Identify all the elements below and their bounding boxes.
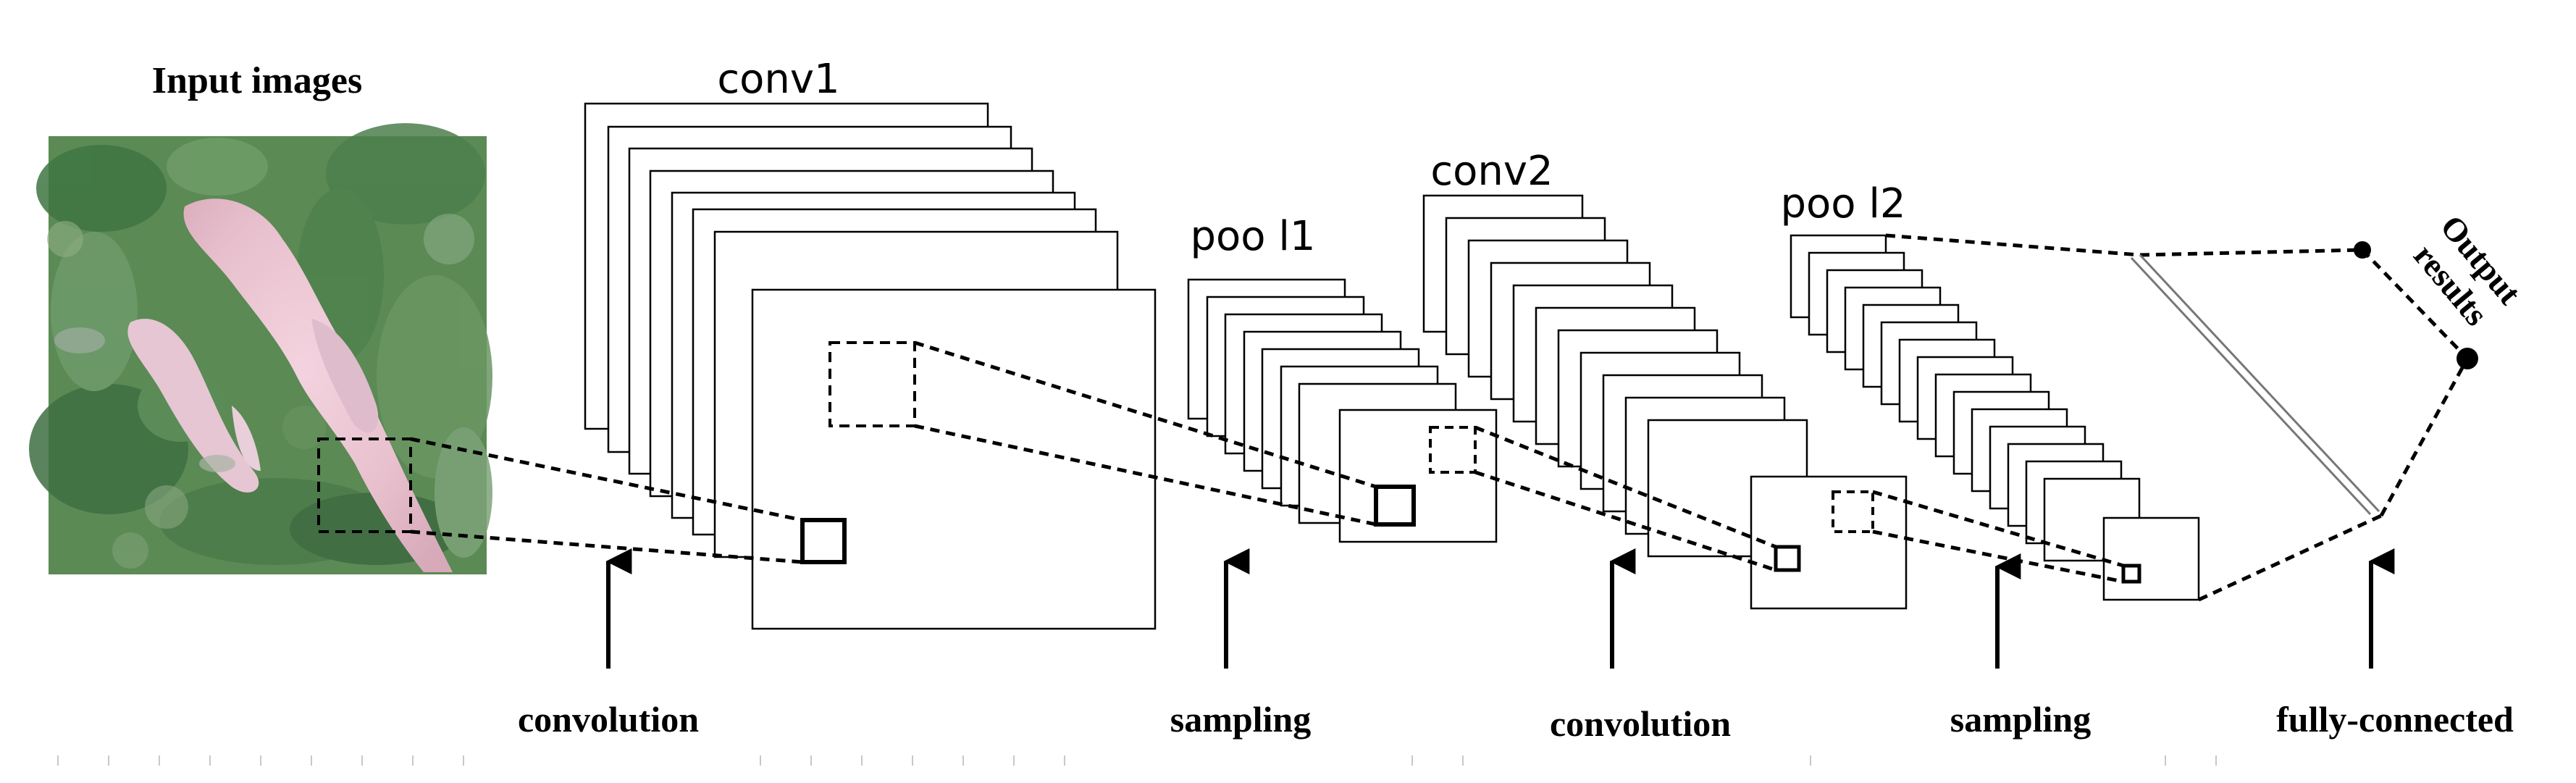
pool2-kernel [2121,564,2141,584]
output-node-2 [2457,348,2478,369]
output-results-label: Output results [2407,208,2529,332]
op-convolution-2-label: convolution [1550,703,1731,744]
projection-lines [410,233,2470,602]
kernels [800,341,2141,584]
conv2-feature-maps [1422,194,1908,610]
conv1-kernel [800,518,847,564]
input-image [29,123,492,574]
pool1-receptive-field [1429,426,1477,474]
pool2-label: poo l2 [1780,180,1905,227]
op-fully-connected-label: fully-connected [2276,699,2514,740]
operation-arrows [605,548,2395,669]
pool1-label: poo l1 [1190,213,1315,260]
conv2-label: conv2 [1430,148,1553,195]
pool1-kernel [1374,485,1416,527]
op-sampling-2-label: sampling [1950,699,2092,740]
pool1-feature-maps [1187,278,1498,543]
conv1-receptive-field [828,341,916,427]
conv1-feature-maps [584,102,1157,630]
input-receptive-field [317,437,412,533]
conv2-kernel [1774,545,1801,572]
pool2-feature-maps [1790,234,2200,601]
conv1-label: conv1 [717,56,839,103]
output-node-1 [2354,241,2371,259]
bottom-divider-ticks [57,755,2217,766]
input-images-label: Input images [152,60,362,101]
op-convolution-1-label: convolution [518,699,699,740]
conv2-receptive-field [1832,490,1874,533]
op-sampling-1-label: sampling [1170,699,1312,740]
fully-connected-link [2130,254,2380,516]
